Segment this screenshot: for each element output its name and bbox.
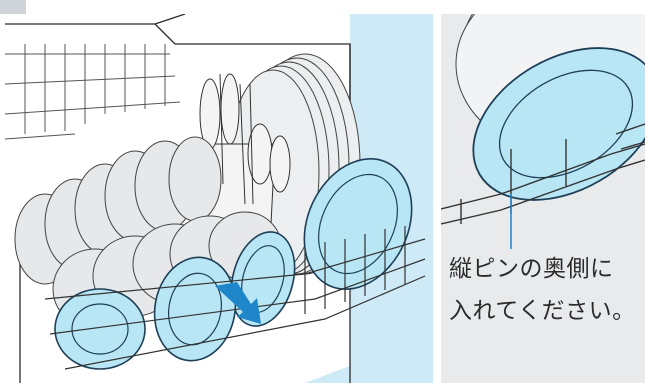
corner-tab (0, 0, 26, 14)
arrow-icon (215, 282, 261, 324)
closeup-detail: 縦ピンの奥側に 入れてください。 (441, 14, 645, 383)
dishwasher-drawing (5, 14, 433, 383)
caption-line-1: 縦ピンの奥側に (449, 256, 614, 282)
closeup-drawing (441, 14, 645, 383)
caption-line-2: 入れてください。 (449, 298, 636, 324)
dishwasher-illustration (5, 14, 433, 383)
